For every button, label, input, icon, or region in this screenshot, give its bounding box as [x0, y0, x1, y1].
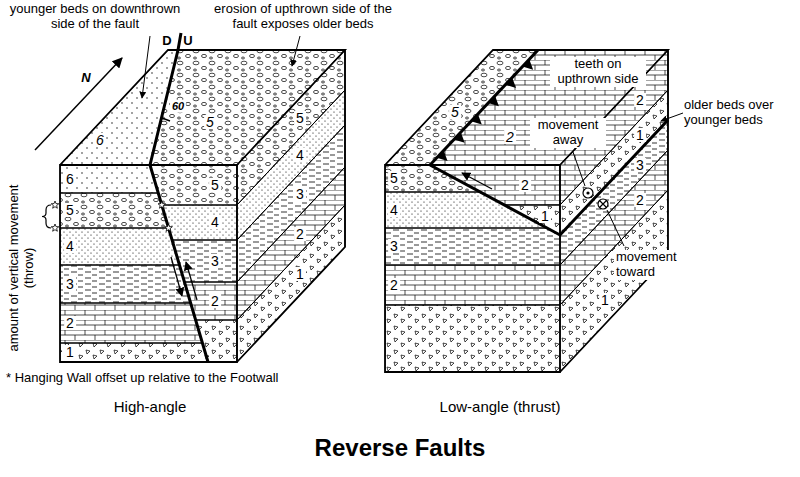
- bed-number: 3: [634, 158, 646, 172]
- bed-number: 1: [634, 128, 646, 142]
- north-label: N: [81, 71, 90, 86]
- block-outline: [60, 50, 345, 362]
- bed-3: [140, 240, 237, 282]
- marker-star: [51, 201, 59, 208]
- bed-1: [430, 205, 560, 235]
- bed-number: 3: [64, 277, 76, 291]
- tooth: [437, 150, 448, 161]
- bed-1: [237, 205, 345, 362]
- subtitle: High-angle: [114, 398, 187, 415]
- upthrown-beds: [140, 165, 237, 362]
- symbol-circle: [583, 188, 593, 198]
- bed-number: 1: [599, 293, 611, 307]
- bed-number: 4: [209, 215, 221, 229]
- fault-side-label: D: [162, 34, 171, 49]
- callout-label: teeth on upthrown side: [550, 57, 646, 87]
- side-footwall-beds: [560, 113, 668, 372]
- bed-1: [60, 343, 210, 362]
- leader-line: [573, 152, 585, 186]
- fault-line: [150, 33, 208, 362]
- bed-number: 1: [64, 345, 76, 359]
- leader-line: [142, 36, 150, 98]
- symbol-dot: [586, 191, 589, 194]
- bed-number: 4: [64, 239, 76, 253]
- north-arrow: [35, 58, 122, 150]
- bed-number: 3: [294, 187, 306, 201]
- bed-number: 5: [64, 203, 76, 217]
- bed-number: 2: [388, 278, 400, 292]
- bed-3: [385, 228, 560, 265]
- bed-number: 3: [388, 239, 400, 253]
- dip-value: 60: [170, 100, 186, 113]
- bed-number: 6: [64, 172, 76, 186]
- tooth: [505, 78, 516, 89]
- callout-label: movement toward: [614, 250, 694, 280]
- bed-number: 5: [388, 171, 400, 185]
- marker-star: [165, 224, 173, 231]
- thrust-teeth: [437, 59, 533, 161]
- tooth: [488, 96, 499, 106]
- tooth: [522, 59, 533, 69]
- bed-number: 5: [204, 115, 216, 129]
- dip-tick: [162, 118, 170, 121]
- leader-line: [292, 36, 300, 66]
- throw-bracket: [42, 205, 51, 228]
- bed-number: 2: [519, 178, 531, 192]
- bed-2: [385, 265, 560, 305]
- bed-number: 5: [294, 111, 306, 125]
- bed-1: [140, 320, 237, 362]
- footwall-beds: [385, 165, 560, 372]
- block-outline: [385, 50, 668, 372]
- bed-number: 6: [94, 133, 106, 147]
- bed-number: 2: [209, 294, 221, 308]
- bed-number: 2: [294, 227, 306, 241]
- bed-number: 4: [294, 148, 306, 162]
- thrust-trace: [430, 50, 538, 165]
- marker-star: [51, 224, 59, 231]
- slip-arrow: [171, 257, 182, 296]
- axis-label: amount of vertical movement (throw): [7, 176, 37, 361]
- marker-star: [158, 201, 166, 208]
- callout-label: younger beds on downthrown side of the f…: [4, 2, 186, 32]
- symbol-circle: [598, 199, 608, 209]
- bed-1: [385, 305, 560, 372]
- footnote: * Hanging Wall offset up relative to the…: [6, 371, 278, 386]
- top-surface-hanging-wall: [430, 50, 668, 165]
- callout-label: erosion of upthrown side of the fault ex…: [208, 2, 398, 32]
- bed-number: 2: [634, 93, 646, 107]
- movement-toward-symbol: [598, 199, 608, 209]
- slip-arrow: [186, 262, 197, 300]
- bed-number: 4: [388, 203, 400, 217]
- bed-number: 3: [209, 254, 221, 268]
- tooth: [471, 114, 482, 125]
- movement-away-symbol: [583, 188, 593, 198]
- top-surface-upthrown: [150, 50, 345, 165]
- fault-side-label: U: [183, 34, 192, 49]
- bed-number: 5: [449, 105, 461, 119]
- bed-2: [60, 303, 210, 343]
- bed-number: 2: [64, 316, 76, 330]
- figure-title: Reverse Faults: [315, 434, 486, 462]
- bed-number: 2: [504, 130, 516, 144]
- bed-number: 2: [634, 193, 646, 207]
- bed-number: 5: [209, 178, 221, 192]
- slip-arrow: [462, 173, 492, 189]
- leader-line: [607, 210, 624, 246]
- subtitle: Low-angle (thrust): [440, 398, 561, 415]
- leader-line: [661, 113, 683, 121]
- bed-4: [140, 205, 237, 240]
- bed-number: 1: [539, 209, 551, 223]
- bed-number: 1: [294, 267, 306, 281]
- symbol-cross: [600, 201, 607, 208]
- callout-label: older beds over younger beds: [684, 98, 794, 128]
- callout-label: movement away: [530, 118, 606, 148]
- tooth: [454, 132, 465, 142]
